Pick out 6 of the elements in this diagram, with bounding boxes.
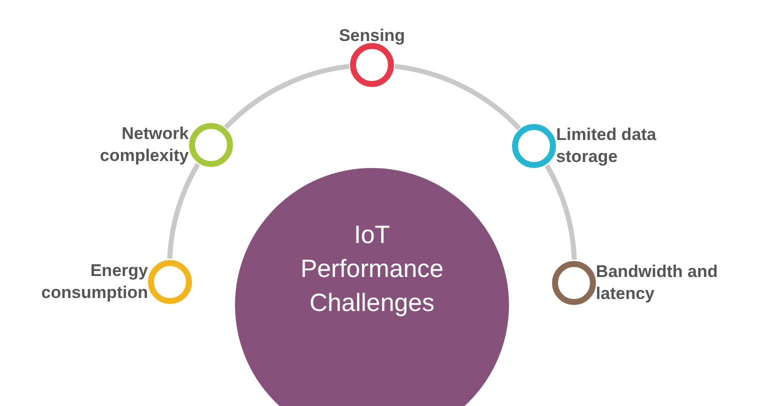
- challenge-label: Bandwidth and latency: [596, 260, 719, 305]
- title-text: IoT Performance Challenges: [299, 220, 445, 319]
- challenge-label: Energy consumption: [40, 260, 148, 304]
- challenge-label: Sensing: [338, 25, 406, 47]
- challenge-label: Limited data storage: [556, 124, 658, 168]
- challenge-label: Network complexity: [98, 123, 189, 168]
